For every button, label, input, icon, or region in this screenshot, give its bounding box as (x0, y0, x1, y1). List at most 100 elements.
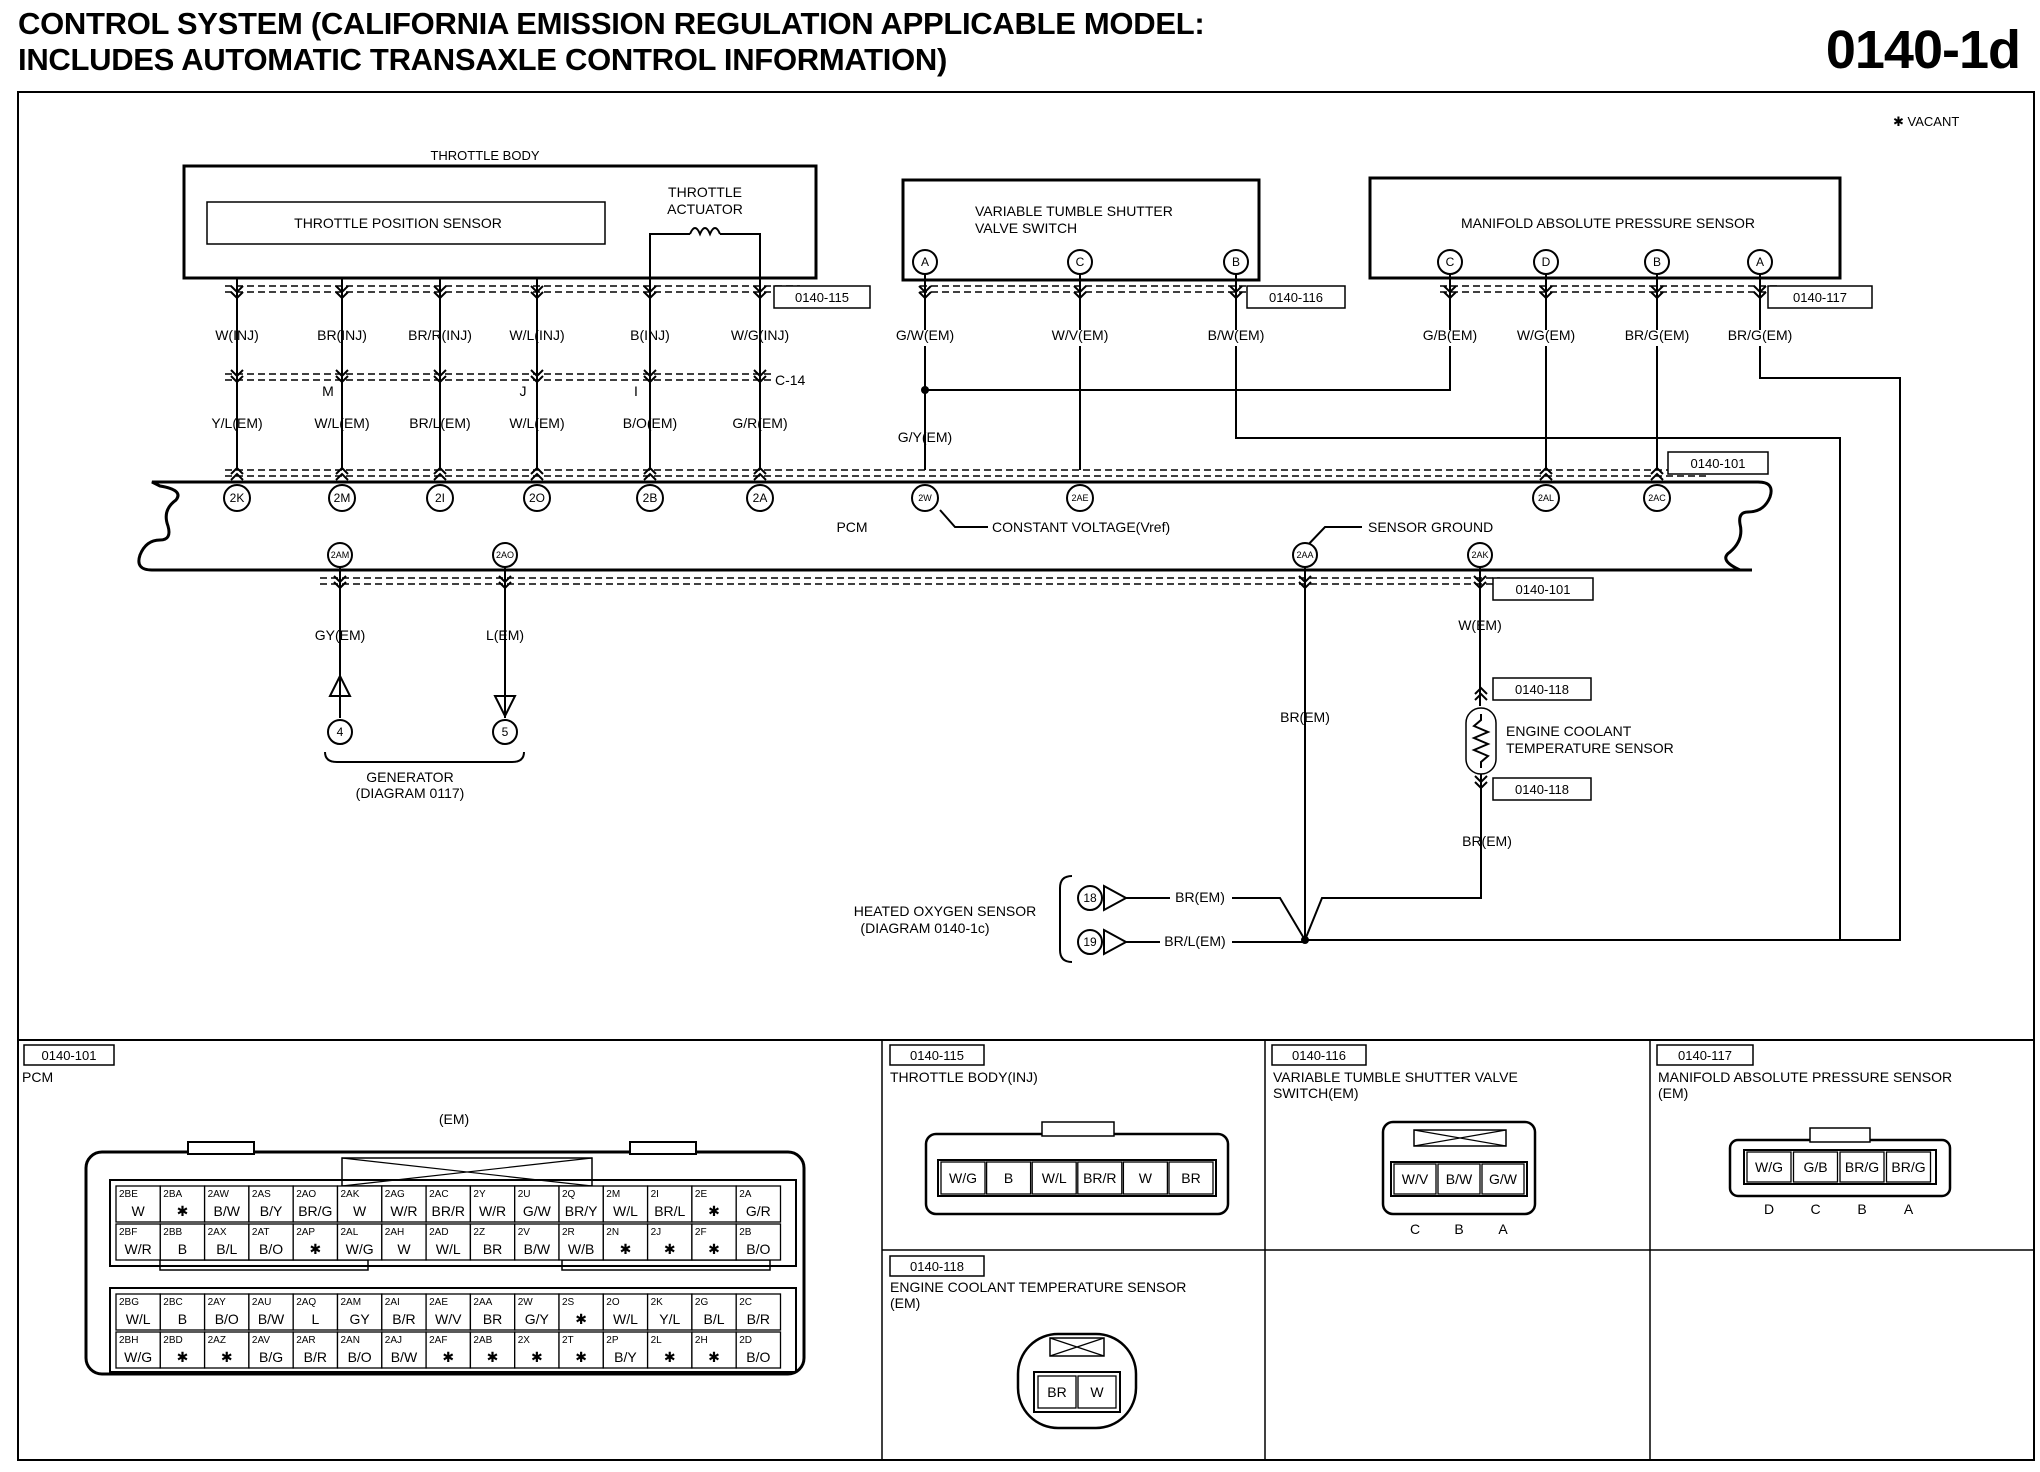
pcm-pin-number: 2AB (473, 1335, 492, 1346)
pcm-pin-wire: Y/L (659, 1311, 680, 1327)
connector-chevron (643, 466, 657, 481)
pcm-pin-wire: BR (483, 1311, 502, 1327)
c117-pin-cell (1839, 1151, 1885, 1183)
splice-wire (925, 346, 1451, 391)
pcm-pin-wire: B (178, 1311, 187, 1327)
pin-circle (911, 484, 939, 512)
c115-pin-cell (985, 1161, 1032, 1195)
arrow-down-icon (493, 695, 517, 719)
tps-wire-label: W/L(EM) (314, 415, 369, 431)
pin-label: 2O (529, 491, 545, 505)
vts-label-2: VALVE SWITCH (975, 220, 1077, 236)
vts-b-wire (1235, 346, 1841, 941)
connector-chevron (1298, 575, 1312, 590)
pcm-pin-wire: B/R (392, 1311, 415, 1327)
junction-letter: J (520, 383, 527, 399)
vts-wire-label: W/V(EM) (1052, 327, 1109, 343)
pcm-pin-wire: B/L (704, 1311, 725, 1327)
pcm-pin-cell (115, 1331, 161, 1369)
pcm-pin-number: 2P (606, 1335, 619, 1346)
map-wire-label: BR/G(EM) (1625, 327, 1690, 343)
connector-chevron (433, 466, 447, 481)
pcm-pin-number: 2R (562, 1227, 575, 1238)
c117-pin-wire: BR/G (1845, 1159, 1879, 1175)
pcm-pin-number: 2O (606, 1297, 620, 1308)
pcm-pin-number: 2AI (385, 1297, 400, 1308)
generator-bracket (324, 751, 525, 763)
pcm-pin-cell (602, 1293, 649, 1331)
pcm-pin-wire: W/L (436, 1241, 461, 1257)
page-header: CONTROL SYSTEM (CALIFORNIA EMISSION REGU… (18, 6, 2028, 86)
pcm-pin-wire: W (132, 1203, 146, 1219)
pcm-pin-cell (292, 1331, 339, 1369)
connector-chevron (335, 466, 349, 481)
connector-chevron (335, 369, 349, 384)
pcm-pin-number: 2V (518, 1227, 531, 1238)
pcm-pin-wire: B/O (259, 1241, 283, 1257)
pin-label: A (1756, 255, 1764, 269)
pcm-pin-number: 2T (562, 1335, 574, 1346)
actuator-label-2: ACTUATOR (667, 201, 743, 217)
c115-pin-wire: W (1139, 1170, 1153, 1186)
pcm-pin-number: 2AH (385, 1227, 404, 1238)
connector-chevron (1650, 466, 1664, 481)
pcm-pin-wire: B/G (259, 1349, 283, 1365)
map-wire-label: BR/G(EM) (1728, 327, 1793, 343)
pin-circle (523, 484, 551, 512)
connector-arrow-icon (1103, 928, 1129, 956)
c116-pin-wire: W/V (1402, 1171, 1429, 1187)
pcm-pin-cell (203, 1185, 250, 1223)
pcm-pin-wire: W (397, 1241, 411, 1257)
pcm-pin-number: 2U (518, 1189, 531, 1200)
pcm-pin-cell (159, 1331, 206, 1369)
pcm-connector-lower-frame (109, 1287, 797, 1373)
pcm-pin-cell (203, 1223, 250, 1261)
pin-label: C (1076, 255, 1085, 269)
generator: GENERATOR (DIAGRAM 0117) (324, 751, 525, 801)
pcm-pin-wire: ✱ (177, 1203, 189, 1219)
pcm-pin-cell (691, 1185, 737, 1223)
connector-chevron (1539, 285, 1553, 300)
pcm-pin-number: 2BD (163, 1335, 182, 1346)
c117-pin-wire: BR/G (1891, 1159, 1925, 1175)
constant-voltage-leader (939, 509, 988, 528)
connector-chevron (230, 466, 244, 481)
pcm-pin-wire: G/R (746, 1203, 771, 1219)
pcm-pin-wire: W/R (125, 1241, 152, 1257)
pin-label: 2I (435, 491, 445, 505)
pcm-pin-wire: B (178, 1241, 187, 1257)
pcm-pin-number: 2AG (385, 1189, 405, 1200)
tps-wire-label: B/O(EM) (623, 415, 677, 431)
pin-circle (1077, 885, 1103, 911)
pcm-pin-wire: ✱ (487, 1349, 499, 1365)
pcm-pin-wire: ✱ (575, 1349, 587, 1365)
pcm-pin-wire: B/R (304, 1349, 327, 1365)
c118-pin-wire: BR (1047, 1384, 1066, 1400)
pcm-pin-wire: ✱ (575, 1311, 587, 1327)
pcm-pin-wire: W/B (568, 1241, 594, 1257)
pcm-pin-cell (646, 1185, 693, 1223)
c117-pin-cell (1792, 1151, 1839, 1183)
pcm-pin-wire: B/O (215, 1311, 239, 1327)
ect-ground (1304, 896, 1482, 941)
pcm-pin-wire: B/W (214, 1203, 241, 1219)
pcm-pin-wire: ✱ (664, 1349, 676, 1365)
pcm-pin-cell (558, 1293, 604, 1331)
pcm-pin-cell (425, 1223, 472, 1261)
pcm-pin-wire: ✱ (708, 1241, 720, 1257)
c118-ref: 0140-118 (910, 1259, 964, 1274)
pcm-pin-wire: W/R (390, 1203, 417, 1219)
pcm-connector-harness: (EM) (439, 1111, 469, 1127)
pcm-pin-wire: GY (350, 1311, 371, 1327)
pcm-pin-number: 2W (518, 1297, 534, 1308)
c117-name-2: (EM) (1658, 1085, 1688, 1101)
pcm-pin-wire: BR/R (432, 1203, 465, 1219)
pin-circle (426, 484, 454, 512)
pcm-pin-number: 2BH (119, 1335, 138, 1346)
pcm-pin-number: 2C (739, 1297, 752, 1308)
pcm-pin-number: 2Z (473, 1227, 485, 1238)
ref-tag-box (23, 1044, 115, 1066)
pcm-pin-wire: ✱ (177, 1349, 189, 1365)
c118-name-1: ENGINE COOLANT TEMPERATURE SENSOR (890, 1279, 1186, 1295)
pcm-pin-cell (248, 1185, 294, 1223)
